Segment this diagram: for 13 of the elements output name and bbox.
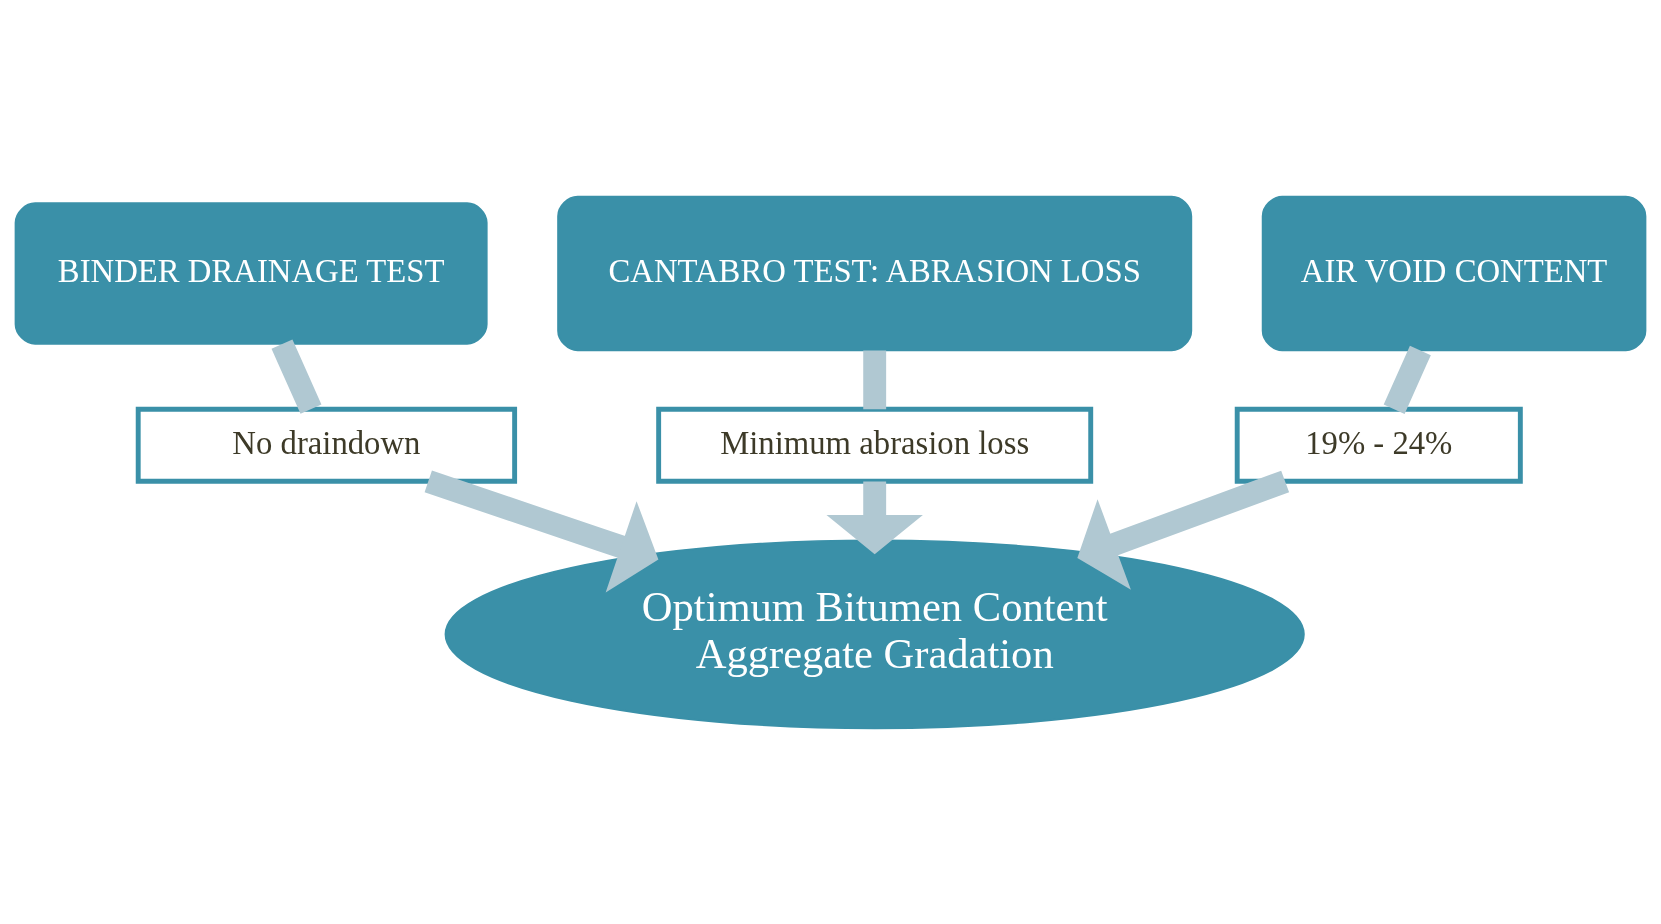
node-box: BINDER DRAINAGE TEST [14,201,488,345]
connector [271,338,322,414]
node-box: No draindown [135,406,518,484]
arrow [826,480,923,554]
arrow [424,470,659,592]
node-box: Minimum abrasion loss [656,406,1094,484]
node-ellipse: Optimum Bitumen Content Aggregate Gradation [444,538,1305,729]
node-box: CANTABRO TEST: ABRASION LOSS [557,195,1193,351]
arrow [1077,470,1290,590]
node-box: 19% - 24% [1234,406,1523,484]
connector [863,350,887,409]
connector [1383,345,1431,414]
node-box: AIR VOID CONTENT [1261,195,1647,351]
